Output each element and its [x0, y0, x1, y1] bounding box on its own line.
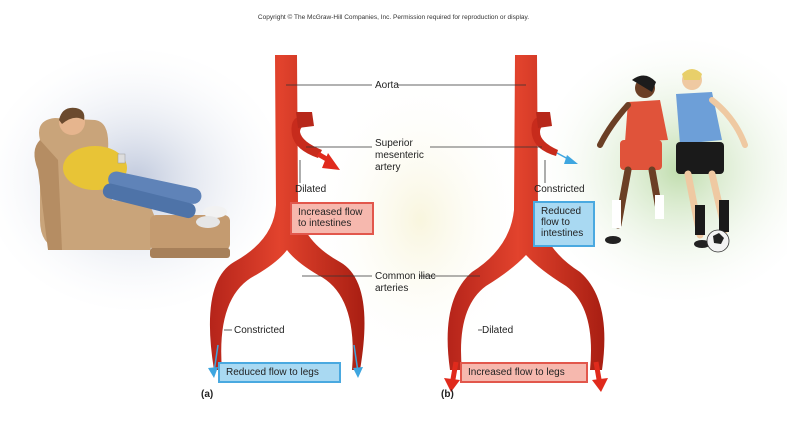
- copyright-notice: Copyright © The McGraw-Hill Companies, I…: [257, 14, 530, 21]
- resting-person-illustration: [34, 107, 230, 258]
- left-leg-arrowhead-a: [208, 367, 218, 378]
- right-leg-arrowhead-b: [592, 378, 608, 392]
- increased-flow-legs-box: Increased flow to legs: [460, 362, 588, 383]
- common-iliac-label-2: arteries: [375, 283, 409, 294]
- leader-lines: [224, 84, 546, 331]
- superior-mesenteric-label-1: Superior: [375, 138, 413, 149]
- reduced-flow-intestines-line-2: flow to: [541, 217, 570, 228]
- right-leg-arrowhead-a: [353, 367, 363, 378]
- right-leg-flow-arrow-a: [353, 344, 359, 373]
- superior-mesenteric-label-3: artery: [375, 162, 401, 173]
- reduced-flow-intestines-line-3: intestines: [541, 228, 584, 239]
- aorta-label: Aorta: [375, 80, 399, 91]
- right-scene-background: [540, 40, 787, 300]
- left-leg-arrowhead-b: [444, 378, 460, 392]
- dilated-label-b: Dilated: [482, 325, 514, 336]
- panel-b-letter: (b): [441, 389, 454, 400]
- artery-tree-b: [447, 55, 605, 370]
- increased-flow-intestines-line-2: to intestines: [298, 218, 352, 229]
- soccer-players-illustration: [597, 69, 748, 253]
- reduced-flow-intestines-line-1: Reduced: [541, 206, 582, 217]
- constricted-flow-arrowhead-b: [564, 155, 578, 164]
- artery-tree-a: [209, 55, 365, 370]
- reduced-flow-intestines-box: Reduced flow to intestines: [533, 201, 595, 247]
- constricted-label-b: Constricted: [534, 184, 585, 195]
- increased-flow-intestines-box: Increased flow to intestines: [290, 202, 374, 235]
- reduced-flow-legs-box: Reduced flow to legs: [218, 362, 341, 383]
- constricted-label-a: Constricted: [234, 325, 285, 336]
- dilated-label-a: Dilated: [295, 184, 327, 195]
- increased-flow-intestines-line-1: Increased flow: [298, 207, 363, 218]
- panel-a-letter: (a): [201, 389, 214, 400]
- common-iliac-label-1: Common iliac: [375, 271, 436, 282]
- dilated-flow-arrowhead-a: [322, 153, 340, 170]
- superior-mesenteric-label-2: mesenteric: [375, 150, 424, 161]
